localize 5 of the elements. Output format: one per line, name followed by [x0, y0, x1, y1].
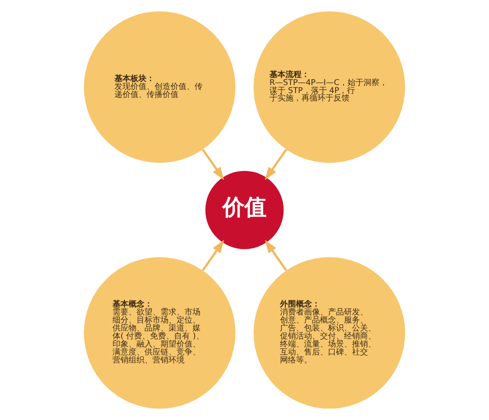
arrow: [202, 149, 224, 180]
arrow: [264, 240, 288, 272]
node-circle: 价值: [205, 170, 284, 250]
arrow: [264, 149, 288, 180]
arrow: [202, 240, 224, 272]
